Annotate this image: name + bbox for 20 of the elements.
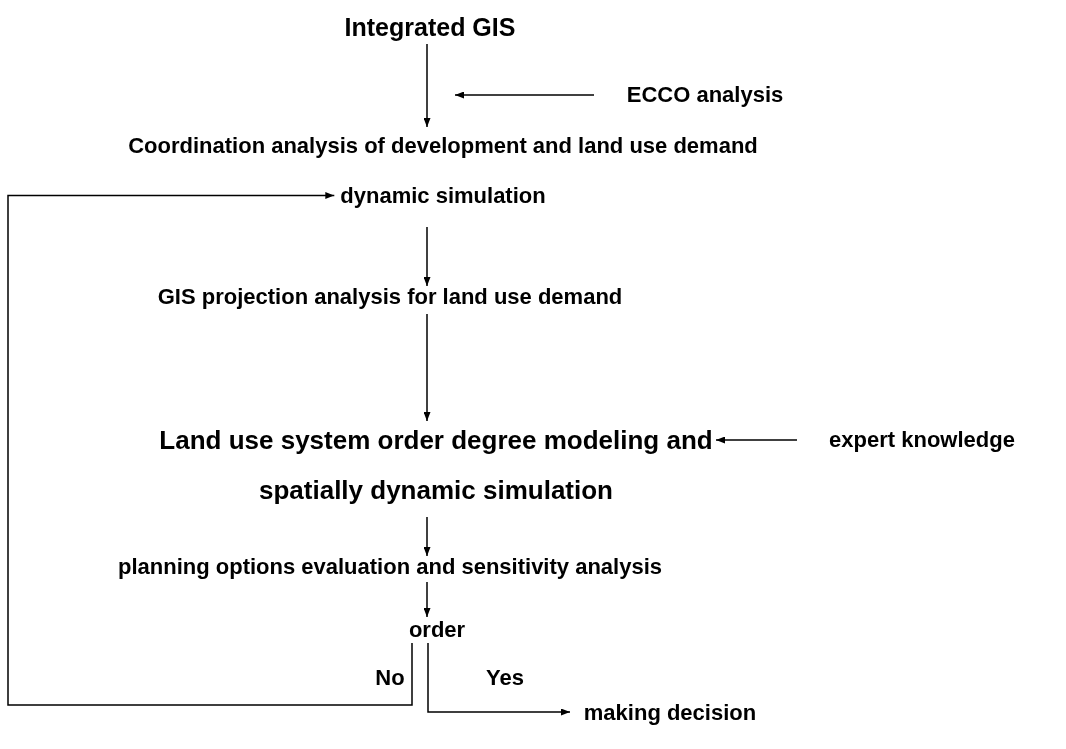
step-label: order [392, 617, 482, 643]
flow-arrow [427, 642, 571, 716]
flow-arrow [423, 581, 431, 618]
flow-arrow [715, 436, 798, 444]
step-label: GIS projection analysis for land use demand [130, 284, 650, 310]
flow-arrow [7, 192, 413, 706]
branch-label: Yes [486, 665, 524, 691]
flow-arrow [423, 516, 431, 557]
step-label: expert knowledge [797, 427, 1047, 453]
step-label: Coordination analysis of development and land use demand dynamic simulation [103, 121, 783, 221]
flow-arrow [423, 226, 431, 287]
step-label: making decision [570, 700, 770, 726]
step-label: planning options evaluation and sensitivity analysis [50, 554, 730, 580]
step-label: Integrated GIS [310, 14, 550, 40]
flow-arrow [423, 313, 431, 422]
branch-label: No [375, 665, 405, 691]
step-label: ECCO analysis [600, 82, 810, 108]
flow-arrow [423, 43, 431, 128]
input-arrow [454, 91, 595, 99]
step-label: Land use system order degree modeling and spatially dynamic simulation [156, 415, 716, 515]
